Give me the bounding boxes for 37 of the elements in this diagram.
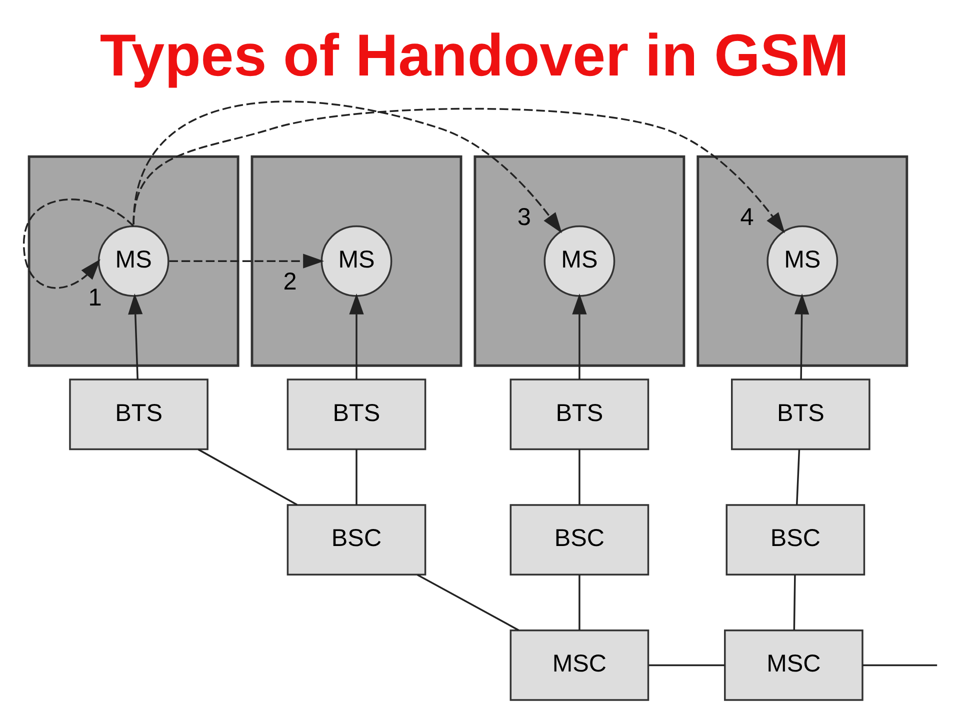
connector (862, 664, 938, 666)
edge-label: 4 (740, 204, 754, 231)
node-box: BSC (510, 504, 650, 575)
connector (793, 574, 796, 630)
edge-label: 2 (283, 268, 297, 296)
node-box: BTS (286, 378, 426, 450)
connector (578, 574, 580, 630)
node-box: BSC (286, 504, 426, 575)
arrow (794, 292, 810, 379)
connector (578, 448, 580, 504)
edge-label: 3 (517, 204, 531, 231)
node-box: MSC (724, 629, 864, 700)
connector (417, 574, 520, 630)
cluster (474, 154, 686, 366)
arrow (132, 107, 785, 233)
connector (198, 448, 298, 506)
arrow (169, 253, 324, 268)
cluster (696, 154, 908, 366)
arrow (349, 292, 364, 379)
arrow (572, 292, 587, 379)
arrow (128, 292, 143, 380)
node-box: BSC (726, 504, 866, 575)
connector (648, 664, 725, 666)
node-circle: MS (98, 224, 170, 296)
connector (796, 448, 800, 504)
arrow (132, 100, 562, 233)
node-box: BTS (69, 378, 208, 450)
connector (356, 448, 358, 504)
node-circle: MS (320, 224, 392, 296)
diagram-title: Types of Handover in GSM (100, 21, 850, 88)
node-circle: MS (766, 224, 838, 296)
node-box: MSC (510, 629, 650, 700)
cluster (250, 154, 462, 366)
cluster (28, 154, 240, 366)
node-circle: MS (544, 224, 616, 296)
node-box: BTS (731, 378, 870, 450)
node-box: BTS (510, 378, 650, 450)
